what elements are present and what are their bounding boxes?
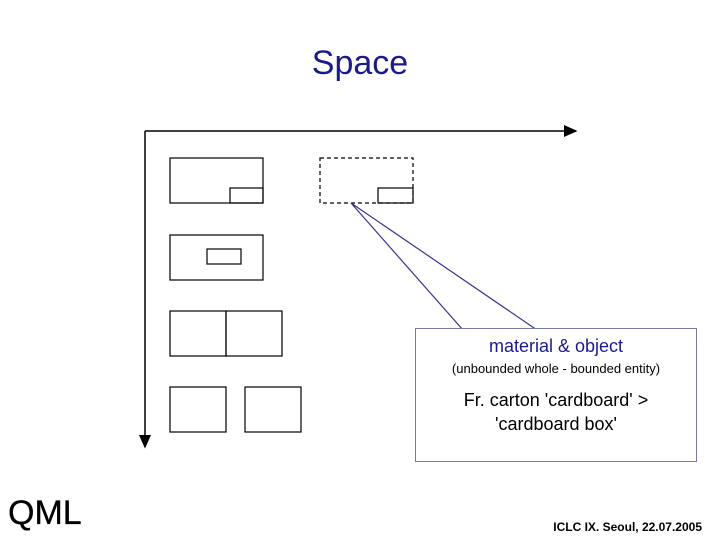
logo-text: QML [8, 494, 82, 532]
whole-with-corner-part [169, 157, 264, 204]
callout-heading: material & object [488, 336, 624, 356]
separate-boxes [169, 386, 302, 433]
qml-logo: QML [8, 494, 82, 532]
callout-subheading: (unbounded whole - bounded entity) [451, 361, 661, 376]
slide-title: Space [311, 44, 409, 82]
unbounded-whole-with-part [319, 157, 414, 204]
callout-example: Fr. carton 'cardboard' > 'cardboard box' [463, 390, 649, 434]
adjacent-boxes [169, 310, 283, 357]
callout-connector [350, 202, 538, 331]
footer-citation: ICLC IX. Seoul, 22.07.2005 [553, 520, 702, 534]
callout-box: material & object (unbounded whole - bou… [415, 328, 697, 462]
whole-with-inner-part [169, 234, 264, 281]
